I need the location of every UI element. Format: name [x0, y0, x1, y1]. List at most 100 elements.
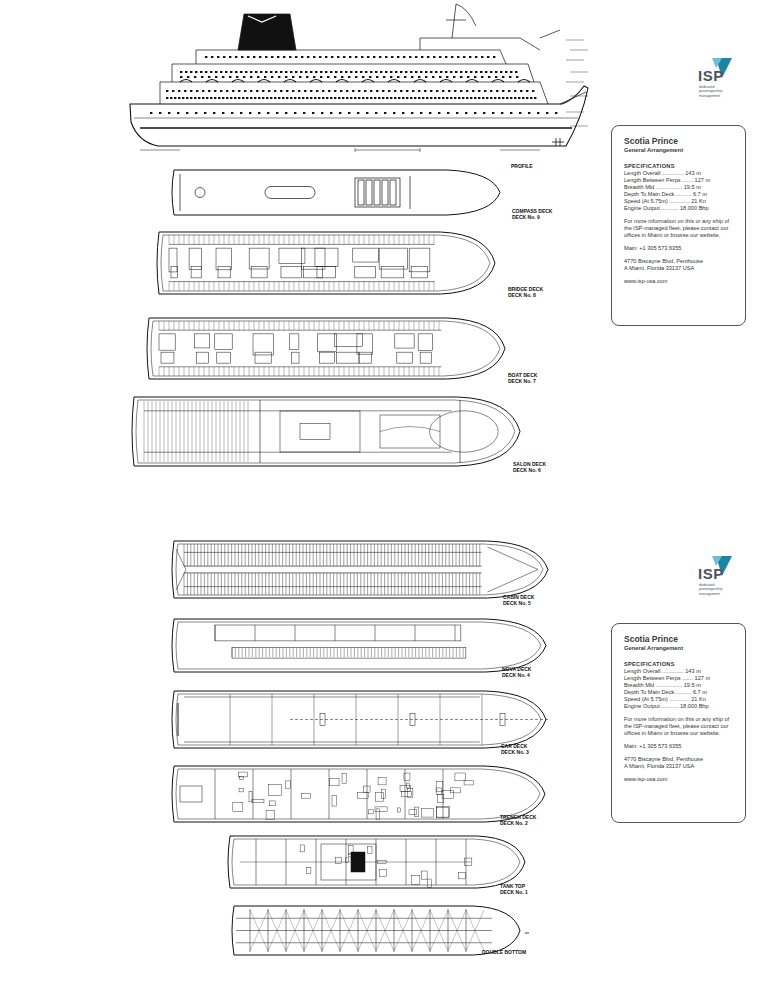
- window: [494, 97, 496, 99]
- window: [395, 71, 397, 73]
- cabin-wall: [446, 648, 447, 658]
- window: [487, 56, 489, 58]
- window: [358, 97, 360, 99]
- window: [414, 97, 416, 99]
- window: [490, 90, 492, 92]
- window: [322, 90, 324, 92]
- window: [195, 112, 197, 114]
- cabin-wall: [238, 544, 239, 595]
- cabin-wall: [411, 544, 412, 595]
- window: [166, 97, 168, 99]
- cabin-wall: [333, 544, 334, 595]
- cabin-wall: [429, 235, 430, 291]
- cabin-wall: [296, 648, 297, 658]
- spec-line: Length Overall .............. 143 m: [624, 668, 736, 675]
- bulkhead: [329, 769, 330, 819]
- cabin-wall: [284, 235, 285, 291]
- window: [412, 90, 414, 92]
- cabin-wall: [337, 648, 338, 658]
- steering-gear: [180, 786, 202, 802]
- window: [385, 71, 387, 73]
- window: [370, 90, 372, 92]
- window: [475, 56, 477, 58]
- cabin-wall: [327, 648, 328, 658]
- cabin-wall: [319, 235, 320, 291]
- window: [250, 76, 252, 78]
- cabin-wall: [239, 235, 240, 291]
- skylight: [265, 187, 315, 199]
- window: [483, 112, 485, 114]
- window: [315, 71, 317, 73]
- window: [168, 112, 170, 114]
- room: [171, 267, 177, 278]
- room: [159, 334, 175, 350]
- room: [301, 248, 325, 269]
- cabin-wall: [409, 235, 410, 291]
- room: [251, 267, 267, 278]
- cabin-wall: [357, 544, 358, 595]
- lifeboat: [414, 80, 426, 83]
- plan-line: [390, 180, 396, 205]
- cabin-wall: [419, 235, 420, 291]
- window: [411, 112, 413, 114]
- window: [210, 97, 212, 99]
- deck-name: NOVA DECK: [502, 666, 531, 672]
- window: [475, 71, 477, 73]
- window: [425, 76, 427, 78]
- machinery: [368, 847, 372, 854]
- cabin-wall: [349, 235, 350, 291]
- window: [172, 90, 174, 92]
- cabin-wall: [452, 544, 453, 595]
- window: [204, 112, 206, 114]
- cabin-wall: [187, 544, 188, 595]
- cabin-wall: [354, 235, 355, 291]
- bulkhead: [367, 769, 368, 819]
- cabin-wall: [204, 321, 205, 376]
- cabin-row: [232, 648, 466, 659]
- window: [362, 97, 364, 99]
- window: [382, 90, 384, 92]
- cabin-wall: [462, 544, 463, 595]
- cabin-wall: [189, 321, 190, 376]
- window: [439, 56, 441, 58]
- show-lounge: [430, 411, 499, 452]
- cabin-wall: [204, 544, 205, 595]
- window: [404, 76, 406, 78]
- window: [518, 97, 520, 99]
- lifeboat: [440, 80, 452, 83]
- machinery: [464, 781, 473, 785]
- cabin-wall: [240, 401, 241, 462]
- window: [418, 97, 420, 99]
- cabin-wall: [309, 321, 310, 376]
- window: [495, 71, 497, 73]
- cabin-wall: [184, 544, 185, 595]
- window: [313, 56, 315, 58]
- machinery: [377, 860, 386, 863]
- window: [350, 97, 352, 99]
- window: [322, 97, 324, 99]
- room: [409, 248, 430, 272]
- window: [295, 56, 297, 58]
- cabin-wall: [211, 544, 212, 595]
- profile-view: [130, 4, 588, 152]
- window: [456, 112, 458, 114]
- window: [465, 71, 467, 73]
- window: [457, 56, 459, 58]
- window: [310, 97, 312, 99]
- machinery: [349, 854, 352, 857]
- window: [185, 71, 187, 73]
- cabin-wall: [200, 401, 201, 462]
- cabin-wall: [344, 648, 345, 658]
- cabin-wall: [284, 321, 285, 376]
- cabin-wall: [265, 544, 266, 595]
- window: [202, 97, 204, 99]
- cabin-wall: [197, 544, 198, 595]
- cabin-wall: [434, 321, 435, 376]
- lifeboat: [518, 80, 530, 83]
- window: [258, 97, 260, 99]
- view-label: DOUBLE BOTTOM: [482, 949, 526, 955]
- window: [222, 97, 224, 99]
- machinery: [345, 858, 348, 862]
- hull-outline: [172, 766, 545, 822]
